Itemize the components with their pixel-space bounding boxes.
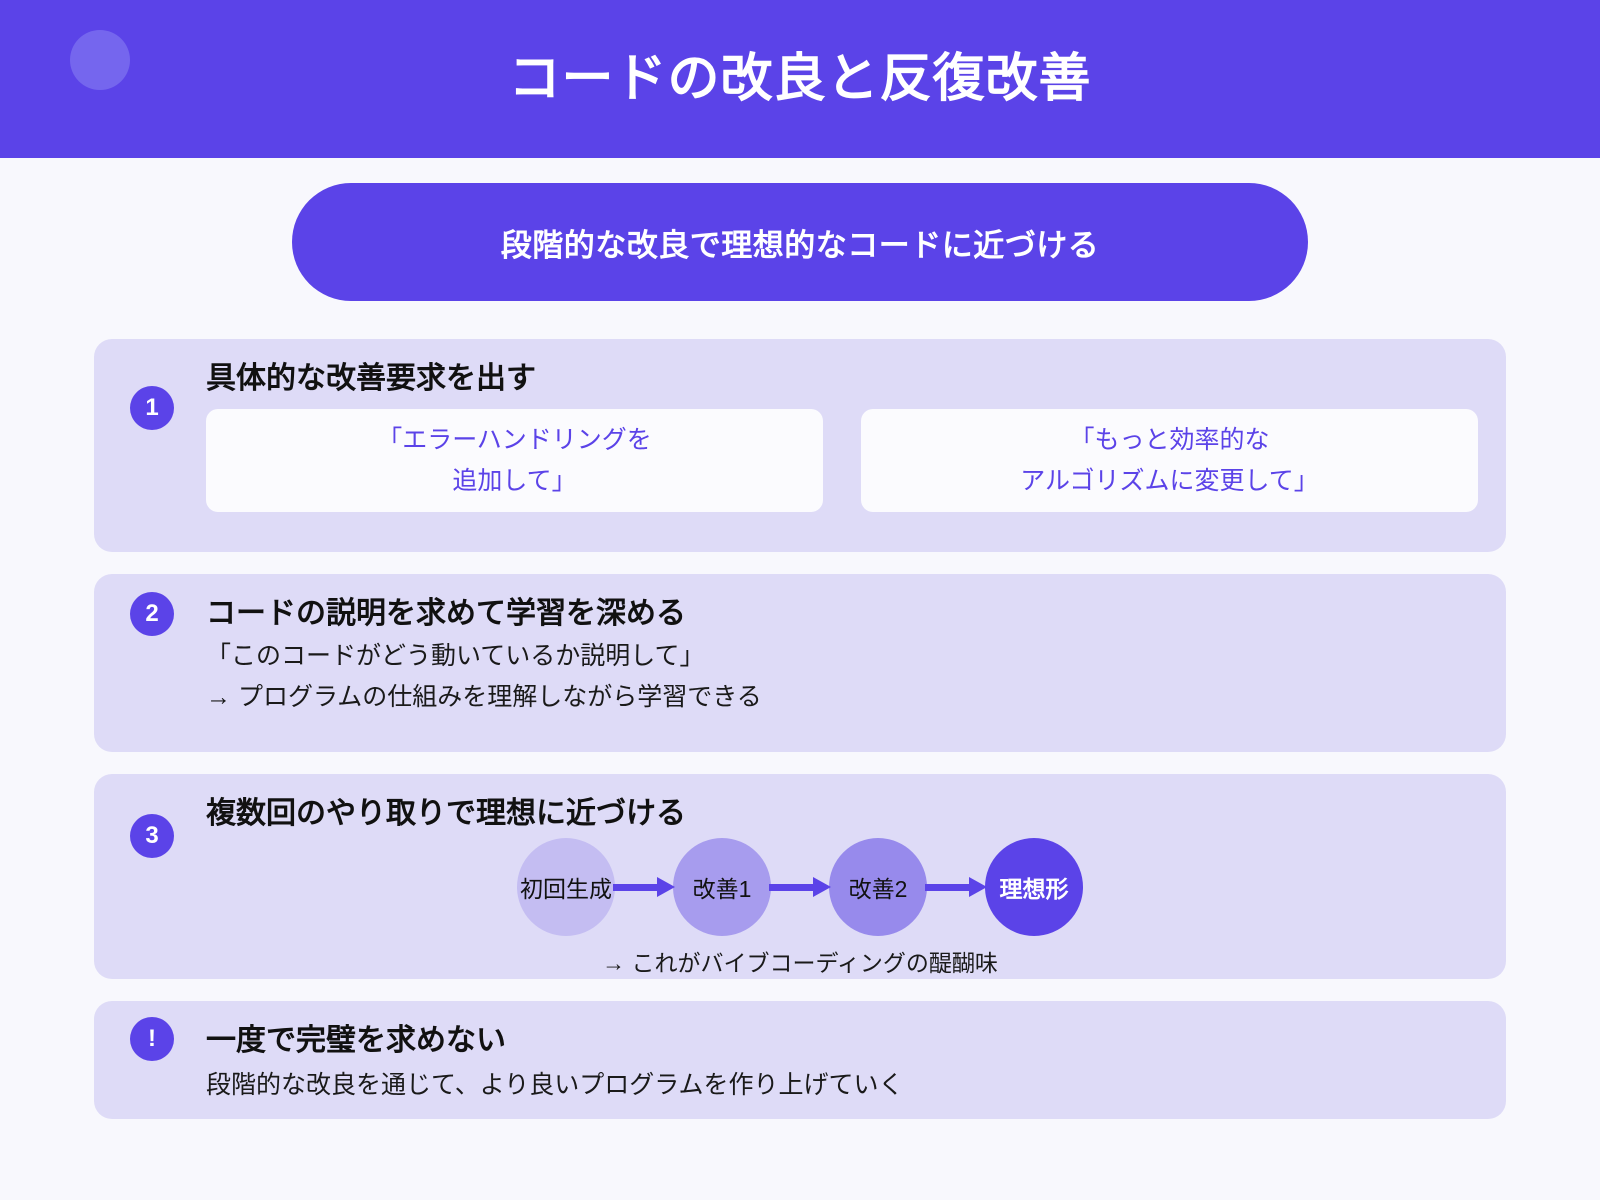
- step-block-3: 3 複数回のやり取りで理想に近づける 初回生成 改善1 改善2 理想形 → これ…: [94, 774, 1506, 979]
- circle-decoration-icon: [70, 30, 130, 90]
- iteration-flow-diagram: 初回生成 改善1 改善2 理想形: [206, 838, 1478, 936]
- flow-node-initial: 初回生成: [517, 838, 615, 936]
- step-2-line-2: → プログラムの仕組みを理解しながら学習できる: [206, 682, 762, 711]
- step-title-3: 複数回のやり取りで理想に近づける: [206, 797, 686, 830]
- step-title-2: コードの説明を求めて学習を深める: [206, 597, 686, 630]
- step-title-1: 具体的な改善要求を出す: [206, 362, 536, 395]
- quote-card-2-line1: 「もっと効率的な: [1069, 426, 1270, 454]
- step-2-line-1: 「このコードがどう動いているか説明して」: [206, 642, 705, 670]
- note-title: 一度で完璧を求めない: [206, 1024, 506, 1057]
- quote-cards-row: 「エラーハンドリングを 追加して」 「もっと効率的な アルゴリズムに変更して」: [206, 409, 1478, 512]
- page-header: コードの改良と反復改善: [0, 0, 1600, 158]
- flow-node-improve-2: 改善2: [829, 838, 927, 936]
- steps-container: 1 具体的な改善要求を出す 「エラーハンドリングを 追加して」 「もっと効率的な…: [94, 301, 1506, 1119]
- step-badge-2: 2: [130, 592, 174, 636]
- note-block: ! 一度で完璧を求めない 段階的な改良を通じて、より良いプログラムを作り上げてい…: [94, 1001, 1506, 1119]
- quote-card-1: 「エラーハンドリングを 追加して」: [206, 409, 823, 512]
- page-title: コードの改良と反復改善: [508, 50, 1092, 108]
- step-badge-1: 1: [130, 386, 174, 430]
- subtitle-container: 段階的な改良で理想的なコードに近づける: [0, 183, 1600, 301]
- step-badge-3: 3: [130, 814, 174, 858]
- flow-arrow-1-icon: [607, 876, 681, 898]
- flow-node-improve-1: 改善1: [673, 838, 771, 936]
- flow-node-ideal: 理想形: [985, 838, 1083, 936]
- flow-arrow-2-icon: [763, 876, 837, 898]
- quote-card-2: 「もっと効率的な アルゴリズムに変更して」: [861, 409, 1478, 512]
- step-block-1: 1 具体的な改善要求を出す 「エラーハンドリングを 追加して」 「もっと効率的な…: [94, 339, 1506, 552]
- flow-arrow-3-icon: [919, 876, 993, 898]
- quote-card-1-line2: 追加して」: [452, 466, 577, 495]
- exclamation-badge-icon: !: [130, 1017, 174, 1061]
- step-block-2: 2 コードの説明を求めて学習を深める 「このコードがどう動いているか説明して」 …: [94, 574, 1506, 752]
- quote-card-1-line1: 「エラーハンドリングを: [377, 426, 652, 454]
- quote-card-2-line2: アルゴリズムに変更して」: [1020, 466, 1319, 495]
- note-line-1: 段階的な改良を通じて、より良いプログラムを作り上げていく: [206, 1071, 904, 1099]
- subtitle-pill: 段階的な改良で理想的なコードに近づける: [292, 183, 1308, 301]
- flow-caption: → これがバイブコーディングの醍醐味: [602, 950, 998, 976]
